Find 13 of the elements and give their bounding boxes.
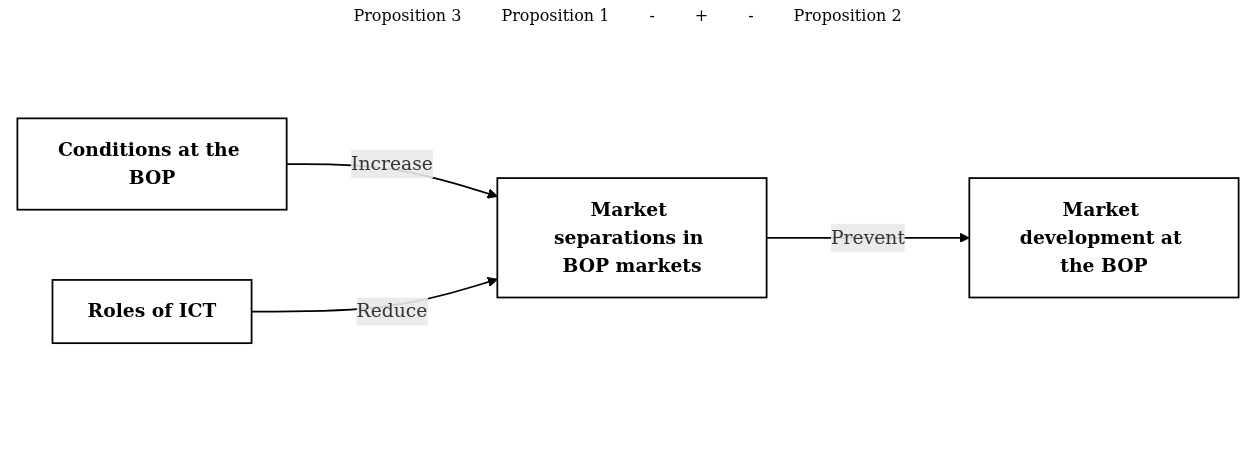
node-box: Market separations in BOP markets [495, 177, 767, 299]
annotation-label: - [748, 6, 754, 25]
annotation-label: Proposition 2 [793, 6, 902, 25]
edge-label: Prevent [830, 226, 905, 249]
annotation-label: Proposition 1 [501, 6, 610, 25]
annotation-label: Proposition 3 [353, 6, 462, 25]
node-box: Market development at the BOP [967, 177, 1239, 299]
node-box: Roles of ICT [51, 279, 252, 345]
edge-label: Increase [350, 152, 433, 175]
edge-label: Reduce [356, 300, 427, 323]
annotation-label: + [694, 6, 709, 25]
annotation-label: - [649, 6, 655, 25]
node-box: Conditions at the BOP [16, 117, 288, 211]
